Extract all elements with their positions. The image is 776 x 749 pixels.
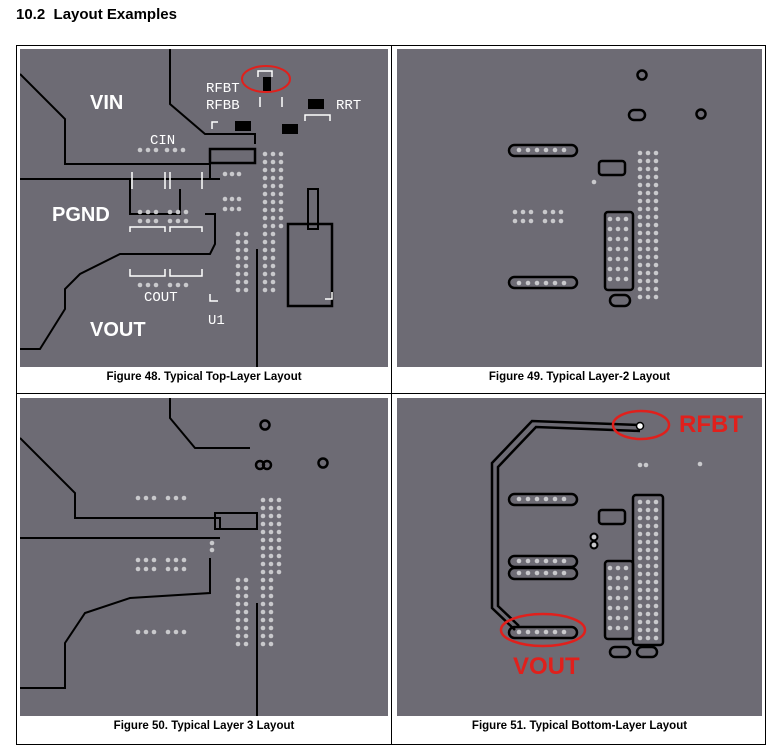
figure-49-image	[397, 49, 762, 367]
section-number: 10.2	[16, 6, 46, 23]
label-rrt: RRT	[336, 98, 361, 114]
label-rfbb: RFBB	[206, 98, 240, 114]
label-u1: U1	[208, 313, 225, 329]
label-rfbt-red: RFBT	[679, 411, 743, 438]
figure-50-caption: Figure 50. Typical Layer 3 Layout	[113, 720, 295, 732]
grid-divider-vertical	[391, 45, 392, 745]
figure-48-caption: Figure 48. Typical Top-Layer Layout	[106, 371, 302, 383]
label-cout: COUT	[144, 290, 178, 306]
section-title: Layout Examples	[53, 6, 177, 23]
label-vin: VIN	[90, 92, 123, 114]
label-rfbt: RFBT	[206, 81, 240, 97]
grid-divider-horizontal	[16, 393, 766, 394]
figure-51-image: RFBT VOUT	[397, 398, 762, 716]
figure-48-image: VIN PGND VOUT CIN COUT U1 RFBT RFBB RRT	[20, 49, 388, 367]
figure-50-image	[20, 398, 388, 716]
label-vout-red: VOUT	[513, 653, 580, 680]
section-heading: 10.2 Layout Examples	[16, 6, 177, 23]
label-pgnd: PGND	[52, 204, 110, 226]
figure-49-caption: Figure 49. Typical Layer-2 Layout	[488, 371, 671, 383]
figure-51-caption: Figure 51. Typical Bottom-Layer Layout	[471, 720, 688, 732]
label-cin: CIN	[150, 133, 175, 149]
label-vout: VOUT	[90, 319, 146, 341]
